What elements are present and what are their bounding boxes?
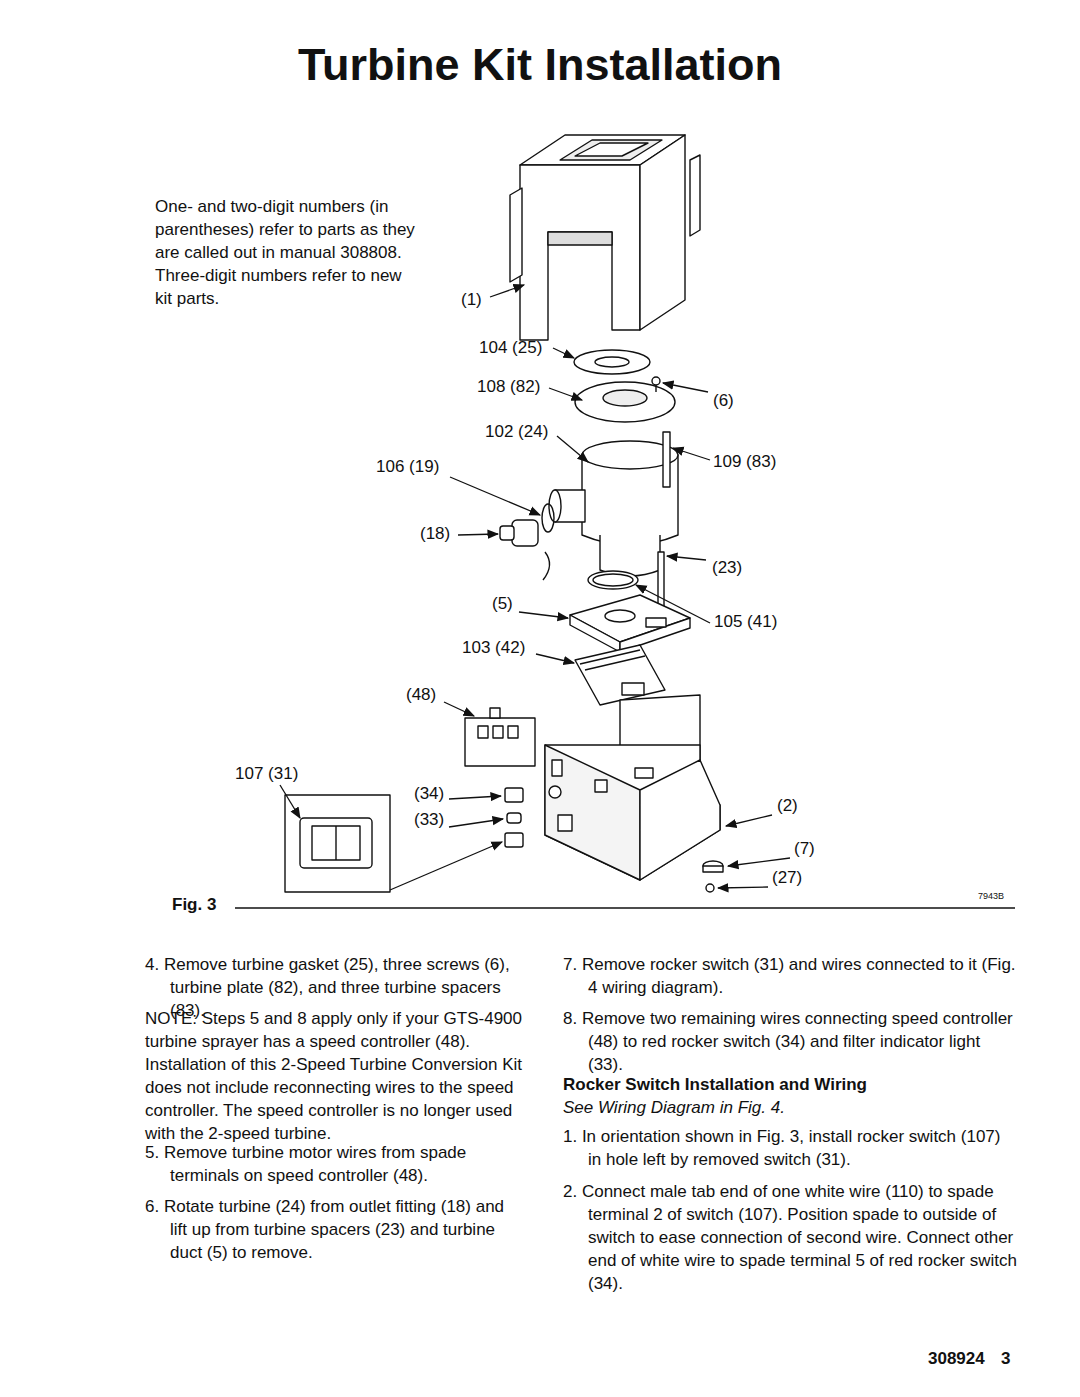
note-text: NOTE: Steps 5 and 8 apply only if your G…	[145, 1007, 523, 1145]
callout-number: (7)	[794, 837, 815, 860]
step-text: 5. Remove turbine motor wires from spade…	[145, 1141, 523, 1187]
step-text: 2. Connect male tab end of one white wir…	[563, 1180, 1018, 1295]
callout-number: (2)	[777, 794, 798, 817]
callout-number: 109 (83)	[713, 450, 776, 473]
callout-number: (6)	[713, 389, 734, 412]
page-footer: 308924	[928, 1347, 985, 1370]
callout-number: (27)	[772, 866, 802, 889]
callout-number: (48)	[406, 683, 436, 706]
callout-number: (34)	[414, 782, 444, 805]
callout-number: 104 (25)	[479, 336, 542, 359]
section-heading: Rocker Switch Installation and Wiring	[563, 1073, 1018, 1096]
step-text: 1. In orientation shown in Fig. 3, insta…	[563, 1125, 1018, 1171]
callout-number: (18)	[420, 522, 450, 545]
figure-caption: Fig. 3	[172, 893, 216, 916]
figure-note: One- and two-digit numbers (in parenthes…	[155, 195, 417, 310]
step-text: 7. Remove rocker switch (31) and wires c…	[563, 953, 1018, 999]
callout-number: 108 (82)	[477, 375, 540, 398]
step-text: 8. Remove two remaining wires connecting…	[563, 1007, 1018, 1076]
callout-number: 105 (41)	[714, 610, 777, 633]
callout-number: (33)	[414, 808, 444, 831]
callout-number: 103 (42)	[462, 636, 525, 659]
callout-number: (5)	[492, 592, 513, 615]
callout-number: 102 (24)	[485, 420, 548, 443]
callout-number: 106 (19)	[376, 455, 439, 478]
drawing-code: 7943B	[978, 890, 1004, 902]
page-footer: 3	[1001, 1347, 1010, 1370]
page-title: Turbine Kit Installation	[0, 38, 1080, 92]
step-text: 6. Rotate turbine (24) from outlet fitti…	[145, 1195, 523, 1264]
reference-note: See Wiring Diagram in Fig. 4.	[563, 1096, 1018, 1119]
callout-number: (1)	[461, 288, 482, 311]
callout-number: 107 (31)	[235, 762, 298, 785]
callout-number: (23)	[712, 556, 742, 579]
